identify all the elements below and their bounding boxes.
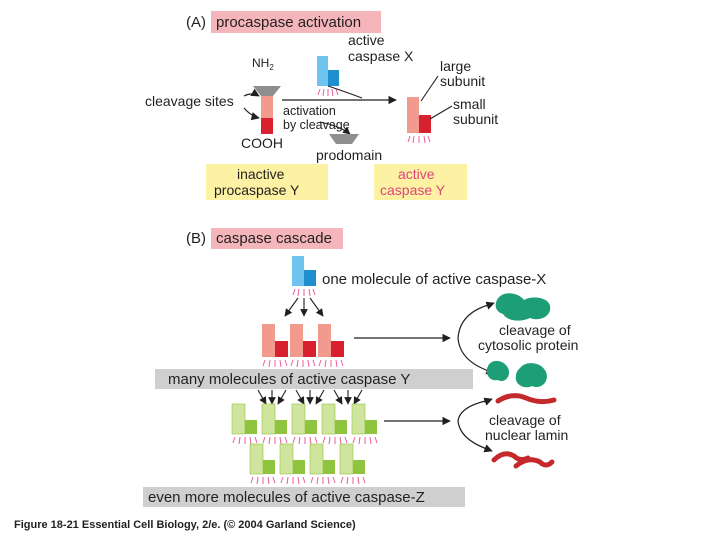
caspase-y-molecule xyxy=(262,324,288,368)
caspase-z-molecule xyxy=(249,443,276,485)
cytosolic-protein-fragment-left xyxy=(486,360,510,382)
lamin-label-2: nuclear lamin xyxy=(485,427,568,443)
panel-b: (B) caspase cascade one molecule of acti… xyxy=(143,228,578,507)
lamin-fragment-top xyxy=(495,393,557,405)
lamin-label-1: cleavage of xyxy=(489,412,561,428)
caspase-y-molecule xyxy=(318,324,344,368)
cascade-caspase-x xyxy=(292,256,316,297)
prodomain-shape xyxy=(329,134,359,144)
active-label-bg xyxy=(374,164,467,200)
prodomain-arrow xyxy=(319,121,351,135)
cleavage-arrow-top xyxy=(243,88,260,97)
arrows-y-to-z xyxy=(257,389,363,405)
cytosolic-protein-fragment-right xyxy=(515,363,547,388)
cytosolic-split-arc xyxy=(457,303,493,373)
caspase-z-molecule xyxy=(261,403,288,445)
panel-b-title: caspase cascade xyxy=(216,230,332,247)
one-molecule-label: one molecule of active caspase-X xyxy=(322,271,546,288)
panel-b-title-bg xyxy=(211,228,343,249)
inactive-label-1: inactive xyxy=(237,166,285,182)
large-subunit-pointer xyxy=(420,75,439,102)
caspase-z-molecule xyxy=(309,443,336,485)
cytosolic-label-1: cleavage of xyxy=(499,322,571,338)
prodomain-label: prodomain xyxy=(316,147,382,163)
arrow-x-y1 xyxy=(284,297,299,317)
active-caspase-y-molecule xyxy=(407,97,431,144)
caspase-x-molecule xyxy=(317,56,339,97)
caspase-x-action-line xyxy=(327,85,363,99)
caspase-z-molecule xyxy=(351,403,378,445)
large-subunit-label-2: subunit xyxy=(440,73,485,89)
panel-a-title-bg xyxy=(211,11,381,33)
cascade-caspase-z-row-1 xyxy=(231,403,378,445)
small-subunit-pointer xyxy=(429,105,453,120)
caspase-z-molecule xyxy=(339,443,366,485)
cascade-caspase-y-row xyxy=(262,324,344,368)
large-subunit-label-1: large xyxy=(440,58,471,74)
cleavage-arrow-bottom xyxy=(243,107,260,121)
caspase-z-molecule xyxy=(321,403,348,445)
lamin-split-arc xyxy=(457,399,491,451)
even-more-bg xyxy=(143,487,465,507)
cleavage-sites-label: cleavage sites xyxy=(145,93,234,109)
caspase-x-label-2: caspase X xyxy=(348,48,414,64)
many-molecules-label: many molecules of active caspase Y xyxy=(168,371,410,388)
panel-a: (A) procaspase activation active caspase… xyxy=(145,11,498,200)
inactive-label-2: procaspase Y xyxy=(214,182,300,198)
panel-b-letter: (B) xyxy=(186,230,206,247)
cooh-label: COOH xyxy=(241,135,283,151)
panel-a-letter: (A) xyxy=(186,14,206,31)
caspase-z-molecule xyxy=(291,403,318,445)
lamin-fragment-right xyxy=(513,457,555,469)
procaspase-y-molecule xyxy=(253,86,281,134)
nh2-label: NH2 xyxy=(252,56,274,72)
active-label-2: caspase Y xyxy=(380,182,446,198)
lamin-arrow-up xyxy=(483,397,493,406)
panel-a-title: procaspase activation xyxy=(216,14,361,31)
caspase-z-molecule xyxy=(231,403,258,445)
small-subunit-label-2: subunit xyxy=(453,111,498,127)
small-subunit-label-1: small xyxy=(453,96,486,112)
inactive-label-bg xyxy=(206,164,328,200)
cascade-caspase-z-row-2 xyxy=(249,443,366,485)
caspase-x-rays xyxy=(317,88,339,97)
cytosolic-protein-fragment-top xyxy=(495,293,551,321)
active-label-1: active xyxy=(398,166,435,182)
activation-label-2: by cleavage xyxy=(283,118,350,132)
cytosolic-arrow-up xyxy=(485,301,495,310)
figure-caption: Figure 18-21 Essential Cell Biology, 2/e… xyxy=(14,519,356,531)
many-molecules-bg xyxy=(155,369,473,389)
caspase-z-molecule xyxy=(279,443,306,485)
arrow-x-y3 xyxy=(309,297,324,317)
caspase-x-label-1: active xyxy=(348,32,385,48)
lamin-arrow-down xyxy=(483,444,493,453)
even-more-label: even more molecules of active caspase-Z xyxy=(148,489,425,506)
cytosolic-label-2: cytosolic protein xyxy=(478,337,578,353)
activation-label-1: activation xyxy=(283,104,336,118)
caspase-y-molecule xyxy=(290,324,316,368)
